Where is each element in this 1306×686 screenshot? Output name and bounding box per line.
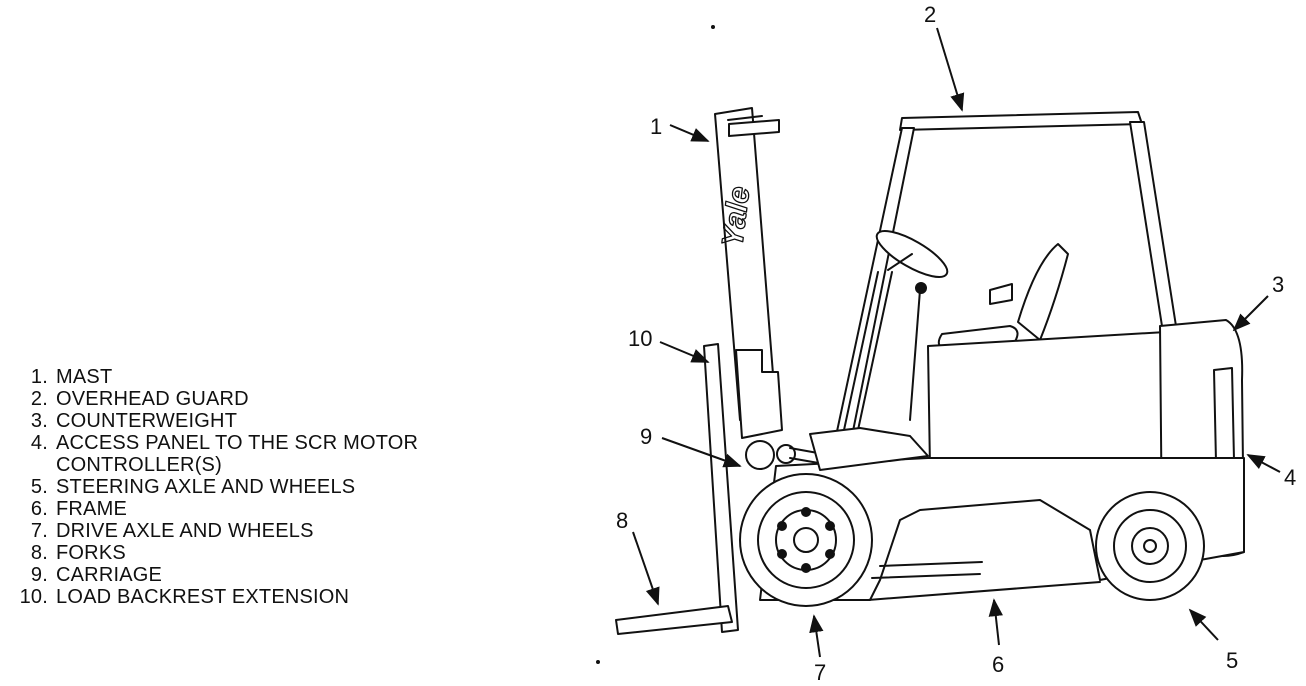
- legend-item-drive-axle: 7. DRIVE AXLE AND WHEELS: [8, 520, 418, 542]
- legend-number: 3.: [30, 410, 48, 432]
- legend-number: 8.: [30, 542, 48, 564]
- legend-label-continuation: CONTROLLER(S): [56, 454, 222, 476]
- callout-arrow-6: [988, 598, 1003, 646]
- scan-speck: [596, 660, 600, 664]
- callout-arrow-9: [661, 437, 742, 468]
- legend-label: COUNTERWEIGHT: [56, 410, 238, 432]
- forks: [615, 605, 733, 635]
- scan-speck: [711, 25, 715, 29]
- callout-arrow-2: [936, 27, 965, 112]
- legend-item-access-panel: 4. ACCESS PANEL TO THE SCR MOTOR: [8, 432, 418, 454]
- callout-arrow-4: [1246, 454, 1281, 473]
- callout-number-1: 1: [650, 114, 662, 139]
- callout-number-6: 6: [992, 652, 1004, 677]
- callout-arrow-10: [659, 341, 710, 363]
- callout-number-9: 9: [640, 424, 652, 449]
- legend-number: 7.: [30, 520, 48, 542]
- legend-number: 1.: [30, 366, 48, 388]
- callout-arrow-7: [809, 614, 824, 658]
- legend-item-steering-axle: 5. STEERING AXLE AND WHEELS: [8, 476, 418, 498]
- legend-item-frame: 6. FRAME: [8, 498, 418, 520]
- callout-number-10: 10: [628, 326, 652, 351]
- battery-compartment: [927, 331, 1167, 469]
- legend-label: DRIVE AXLE AND WHEELS: [56, 520, 314, 542]
- legend-number: 6.: [30, 498, 48, 520]
- legend-item-mast: 1. MAST: [8, 366, 418, 388]
- legend-label: FRAME: [56, 498, 127, 520]
- legend-label: MAST: [56, 366, 113, 388]
- drive-wheel: [739, 473, 873, 607]
- yale-logo: Yale: [716, 185, 756, 249]
- access-panel: [1213, 367, 1235, 463]
- callout-arrow-3: [1232, 295, 1269, 332]
- legend-label: ACCESS PANEL TO THE SCR MOTOR: [56, 432, 419, 454]
- legend-item-carriage: 9. CARRIAGE: [8, 564, 418, 586]
- legend-item-forks: 8. FORKS: [8, 542, 418, 564]
- legend-item-counterweight: 3. COUNTERWEIGHT: [8, 410, 418, 432]
- callout-number-8: 8: [616, 508, 628, 533]
- legend-number: 4.: [30, 432, 48, 454]
- legend-label: FORKS: [56, 542, 126, 564]
- callout-number-2: 2: [924, 2, 936, 27]
- callout-number-3: 3: [1272, 272, 1284, 297]
- callout-arrow-8: [632, 531, 660, 606]
- callout-arrow-1: [669, 124, 710, 142]
- legend-label: LOAD BACKREST EXTENSION: [56, 586, 350, 608]
- steer-wheel: [1095, 491, 1205, 601]
- legend-number: 10.: [19, 586, 48, 608]
- callout-number-4: 4: [1284, 465, 1296, 490]
- legend-number: 9.: [30, 564, 48, 586]
- legend-label: CARRIAGE: [56, 564, 163, 586]
- legend-item-overhead-guard: 2. OVERHEAD GUARD: [8, 388, 418, 410]
- legend-number: 5.: [30, 476, 48, 498]
- callout-number-5: 5: [1226, 648, 1238, 673]
- legend-item-load-backrest: 10. LOAD BACKREST EXTENSION: [8, 586, 418, 608]
- steering-wheel: [843, 230, 949, 431]
- legend-label: OVERHEAD GUARD: [56, 388, 249, 410]
- load-backrest-extension: [703, 343, 739, 633]
- legend-number: 2.: [30, 388, 48, 410]
- callout-arrow-5: [1188, 608, 1219, 641]
- legend-label: STEERING AXLE AND WHEELS: [56, 476, 356, 498]
- parts-legend: 1. MAST 2. OVERHEAD GUARD 3. COUNTERWEIG…: [8, 366, 418, 608]
- callout-number-7: 7: [814, 660, 826, 685]
- carriage: [735, 349, 783, 439]
- operator-seat: [937, 243, 1069, 351]
